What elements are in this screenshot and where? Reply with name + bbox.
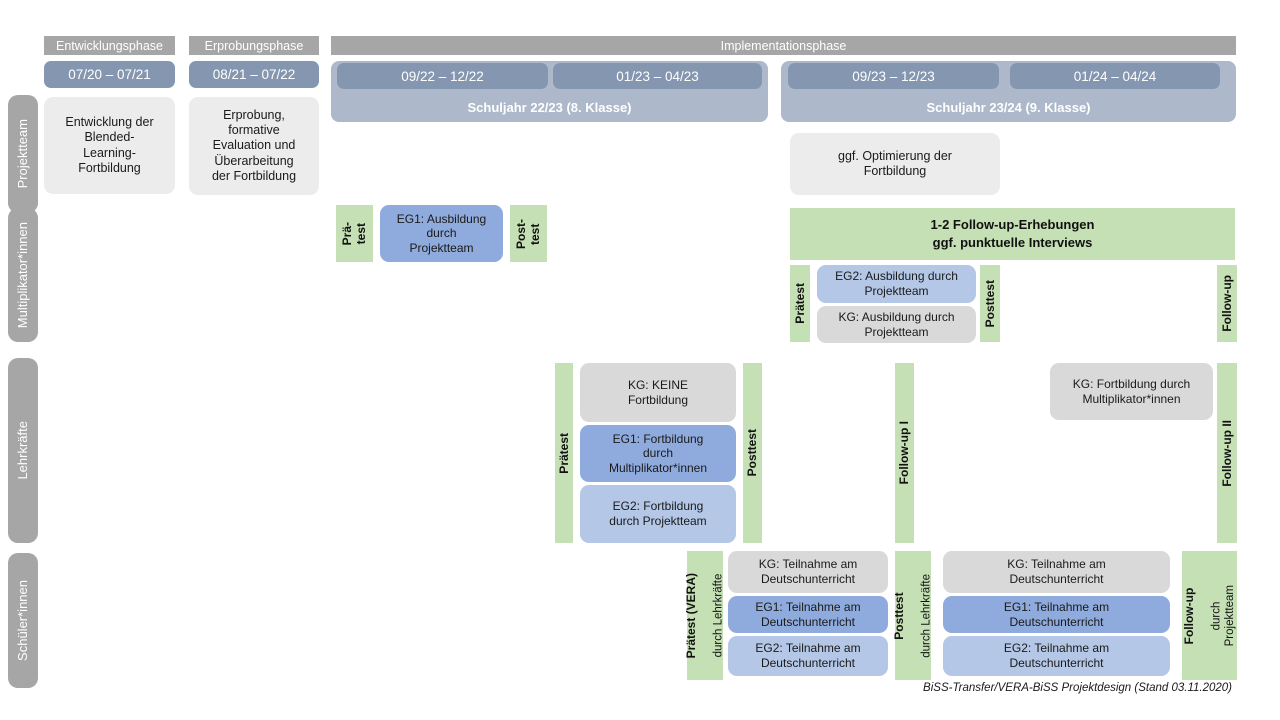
- bar-followup-schueler: Follow-up durch Projektteam: [1182, 551, 1237, 680]
- box-optimierung-fortbildung: ggf. Optimierung der Fortbildung: [790, 133, 1000, 195]
- box-eg1-teilnahme-2: EG1: Teilnahme am Deutschunterricht: [943, 596, 1170, 633]
- date-range-01-23-04-23: 01/23 – 04/23: [553, 63, 762, 89]
- bar-followup-multiplikatoren: Follow-up: [1217, 265, 1237, 342]
- phase-header-implementationsphase: Implementationsphase: [331, 36, 1236, 55]
- row-label-lehrkraefte: Lehrkräfte: [8, 358, 38, 543]
- bar-posttest-schueler-title: Posttest: [892, 591, 907, 640]
- phase-header-entwicklungsphase: Entwicklungsphase: [44, 36, 175, 55]
- bar-praetest-multiplikatoren-2: Prätest: [790, 265, 810, 342]
- bar-posttest-schueler-sub: durch Lehrkräfte: [920, 573, 933, 658]
- bar-praetest-multiplikatoren: Prä- test: [336, 205, 373, 262]
- bar-posttest-lehrkraefte-text: Posttest: [745, 429, 760, 477]
- box-eg2-fortbildung-projektteam: EG2: Fortbildung durch Projektteam: [580, 485, 736, 543]
- box-kg-teilnahme-2: KG: Teilnahme am Deutschunterricht: [943, 551, 1170, 593]
- footer-caption: BiSS-Transfer/VERA-BiSS Projektdesign (S…: [923, 682, 1232, 694]
- bar-posttest-multiplikatoren-text: Post- test: [514, 218, 543, 249]
- bar-followup-1-lehrkraefte: Follow-up I: [895, 363, 914, 543]
- bar-followup-1-lehrkraefte-text: Follow-up I: [897, 421, 912, 485]
- row-label-schueler: Schüler*innen: [8, 553, 38, 688]
- date-range-09-23-12-23: 09/23 – 12/23: [788, 63, 999, 89]
- bar-followup-2-lehrkraefte: Follow-up II: [1217, 363, 1237, 543]
- bar-praetest-multiplikatoren-text: Prä- test: [340, 221, 369, 246]
- box-eg2-teilnahme-2: EG2: Teilnahme am Deutschunterricht: [943, 636, 1170, 676]
- box-eg1-ausbildung-projektteam: EG1: Ausbildung durch Projektteam: [380, 205, 503, 262]
- bar-posttest-multiplikatoren: Post- test: [510, 205, 547, 262]
- bar-followup-2-lehrkraefte-text: Follow-up II: [1219, 419, 1234, 487]
- box-kg-keine-fortbildung: KG: KEINE Fortbildung: [580, 363, 736, 422]
- box-erprobung-evaluation: Erprobung, formative Evaluation und Über…: [189, 97, 319, 195]
- bar-followup-schueler-title: Follow-up: [1181, 587, 1196, 644]
- bar-followup-multiplikatoren-text: Follow-up: [1219, 275, 1234, 332]
- bar-followup-schueler-sub: durch Projektteam: [1210, 584, 1236, 647]
- row-label-multiplikatoren-text: Multiplikator*innen: [15, 221, 31, 329]
- bar-praetest-vera-title: Prätest (VERA): [684, 572, 699, 659]
- bar-praetest-lehrkraefte-text: Prätest: [556, 432, 571, 474]
- box-eg1-teilnahme-1: EG1: Teilnahme am Deutschunterricht: [728, 596, 888, 633]
- box-kg-ausbildung-projektteam: KG: Ausbildung durch Projektteam: [817, 306, 976, 343]
- schuljahr-22-23-label: Schuljahr 22/23 (8. Klasse): [467, 99, 632, 115]
- row-label-lehrkraefte-text: Lehrkräfte: [15, 421, 31, 480]
- box-entwicklung-fortbildung: Entwicklung der Blended- Learning- Fortb…: [44, 97, 175, 194]
- box-kg-fortbildung-multiplikatoren: KG: Fortbildung durch Multiplikator*inne…: [1050, 363, 1213, 420]
- schuljahr-23-24-label: Schuljahr 23/24 (9. Klasse): [926, 99, 1091, 115]
- row-label-projektteam: Projektteam: [8, 95, 38, 213]
- bar-posttest-multiplikatoren-2-text: Posttest: [982, 279, 997, 328]
- bar-praetest-multiplikatoren-2-text: Prätest: [792, 283, 807, 324]
- date-range-entwicklung: 07/20 – 07/21: [44, 61, 175, 88]
- bar-praetest-vera-sub: durch Lehrkräfte: [712, 573, 725, 658]
- bar-posttest-schueler: Posttest durch Lehrkräfte: [892, 551, 933, 680]
- box-followup-erhebungen: 1-2 Follow-up-Erhebungen ggf. punktuelle…: [790, 208, 1235, 260]
- date-range-01-24-04-24: 01/24 – 04/24: [1010, 63, 1220, 89]
- row-label-projektteam-text: Projektteam: [15, 119, 31, 189]
- date-range-erprobung: 08/21 – 07/22: [189, 61, 319, 88]
- bar-posttest-multiplikatoren-2: Posttest: [980, 265, 1000, 342]
- bar-posttest-lehrkraefte: Posttest: [743, 363, 762, 543]
- row-label-schueler-text: Schüler*innen: [15, 580, 31, 661]
- box-eg2-teilnahme-1: EG2: Teilnahme am Deutschunterricht: [728, 636, 888, 676]
- phase-header-erprobungsphase: Erprobungsphase: [189, 36, 319, 55]
- bar-praetest-vera-schueler: Prätest (VERA) durch Lehrkräfte: [684, 551, 725, 680]
- date-range-09-22-12-22: 09/22 – 12/22: [337, 63, 548, 89]
- bar-praetest-lehrkraefte: Prätest: [555, 363, 573, 543]
- row-label-multiplikatoren: Multiplikator*innen: [8, 208, 38, 342]
- box-kg-teilnahme-1: KG: Teilnahme am Deutschunterricht: [728, 551, 888, 593]
- box-eg1-fortbildung-multiplikatoren: EG1: Fortbildung durch Multiplikator*inn…: [580, 425, 736, 482]
- box-eg2-ausbildung-projektteam: EG2: Ausbildung durch Projektteam: [817, 265, 976, 303]
